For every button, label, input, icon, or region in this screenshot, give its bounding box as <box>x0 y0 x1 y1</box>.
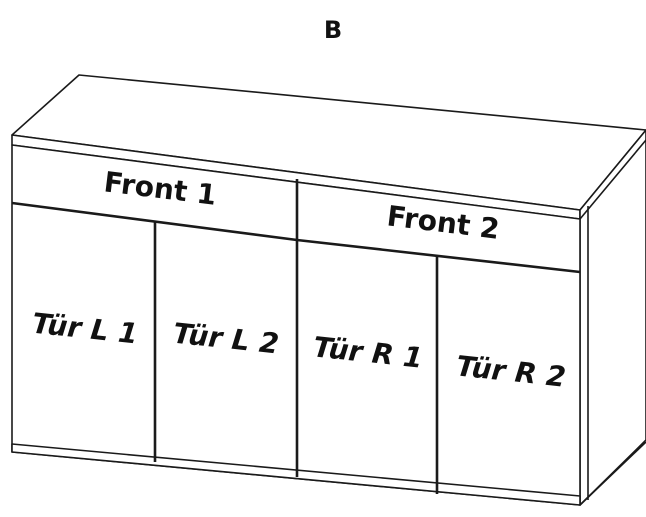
door-row: Tür L 1 Tür L 2 Tür R 1 Tür R 2 <box>31 222 567 494</box>
cabinet <box>11 74 646 506</box>
right-top-edge <box>579 139 646 220</box>
view-label: B <box>324 16 342 44</box>
plinth-side-edge <box>579 441 646 506</box>
